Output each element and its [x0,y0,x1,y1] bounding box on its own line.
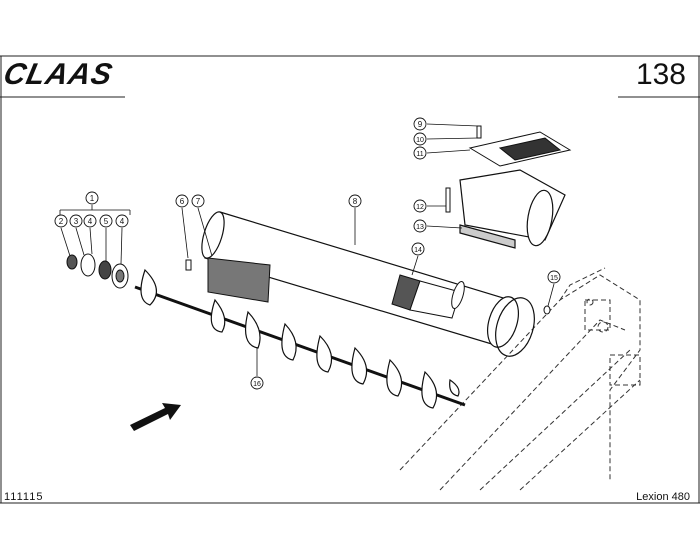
callout-1: 1 [90,194,95,203]
auger-screw [134,268,466,409]
callout-7: 7 [196,197,201,206]
callout-8: 8 [353,197,358,206]
page-number: 138 [635,58,686,91]
callout-4a: 4 [88,217,93,226]
callout-2: 2 [59,217,64,226]
bolts [185,125,551,315]
callout-9: 9 [418,120,423,129]
callout-14: 14 [414,247,422,254]
callout-11: 11 [416,151,423,158]
callout-4b: 4 [120,217,125,226]
model-name: Lexion 480 [636,491,690,503]
cover-plate [207,257,271,303]
callout-12: 12 [416,204,424,211]
callout-6: 6 [180,197,185,206]
leader-lines [59,123,555,376]
intake-hopper [459,169,566,249]
callout-15: 15 [550,275,558,282]
brand-logo: CLAAS [0,58,116,91]
tube-sleeve [391,274,465,319]
callout-markers: 1 2 3 4 5 4 6 7 8 9 10 11 12 13 14 15 16 [54,117,561,390]
grate [468,131,572,167]
bearing-parts [66,253,129,289]
arrow-right-icon [130,403,181,431]
callout-16: 16 [253,381,261,388]
callout-5: 5 [104,217,109,226]
callout-3: 3 [74,217,79,226]
document-number: 111115 [4,491,44,503]
callout-13: 13 [416,224,424,231]
machine-frame-outline [399,267,641,491]
callout-10: 10 [416,137,424,144]
